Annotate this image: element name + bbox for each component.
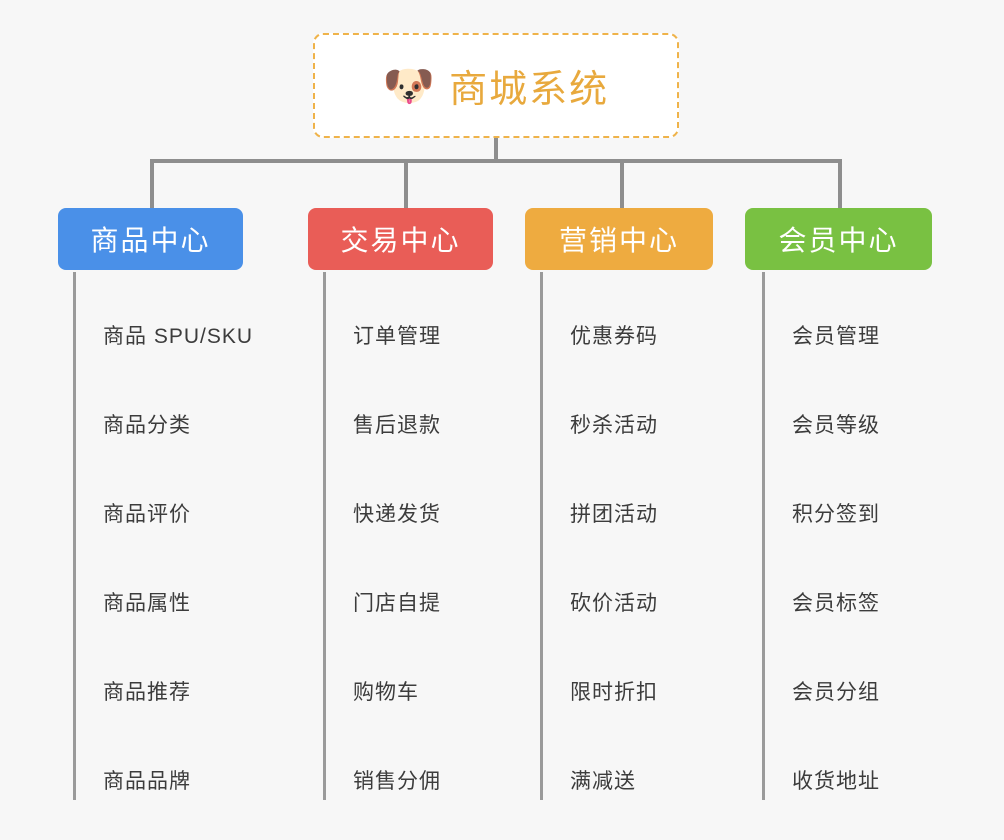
leaf-item-label: 会员等级 xyxy=(792,414,880,437)
connector-drop-3 xyxy=(620,159,624,209)
leaf-item-label: 拼团活动 xyxy=(570,503,658,526)
leaf-item-label: 收货地址 xyxy=(792,770,880,793)
leaf-item[interactable]: 优惠券码 xyxy=(540,272,658,361)
leaf-item-label: 砍价活动 xyxy=(570,592,658,615)
shiba-dog-face-icon: 🐶 xyxy=(382,61,436,109)
connector-root-stem xyxy=(494,138,498,162)
leaf-item-label: 门店自提 xyxy=(353,592,441,615)
leaf-item-label: 快递发货 xyxy=(353,503,441,526)
leaf-item[interactable]: 商品分类 xyxy=(73,361,253,450)
leaf-spine xyxy=(323,272,326,800)
leaf-item-label: 商品属性 xyxy=(103,592,191,615)
leaf-item-label: 购物车 xyxy=(353,681,419,704)
category-box-2[interactable]: 交易中心 xyxy=(308,208,493,270)
root-title: 商城系统 xyxy=(449,69,610,111)
leaf-column-2: 订单管理售后退款快递发货门店自提购物车销售分佣 xyxy=(323,272,441,806)
leaf-item[interactable]: 会员管理 xyxy=(762,272,880,361)
leaf-item[interactable]: 商品评价 xyxy=(73,450,253,539)
leaf-item[interactable]: 门店自提 xyxy=(323,539,441,628)
leaf-item[interactable]: 商品属性 xyxy=(73,539,253,628)
connector-drop-2 xyxy=(404,159,408,209)
leaf-item[interactable]: 商品 SPU/SKU xyxy=(73,272,253,361)
root-node[interactable]: 🐶 商城系统 xyxy=(313,33,679,138)
leaf-spine xyxy=(540,272,543,800)
leaf-item[interactable]: 快递发货 xyxy=(323,450,441,539)
leaf-item-label: 秒杀活动 xyxy=(570,414,658,437)
leaf-item-label: 商品分类 xyxy=(103,414,191,437)
leaf-item-label: 销售分佣 xyxy=(353,770,441,793)
leaf-item[interactable]: 限时折扣 xyxy=(540,628,658,717)
connector-drop-4 xyxy=(838,159,842,209)
category-label: 商品中心 xyxy=(90,225,211,256)
leaf-item-label: 售后退款 xyxy=(353,414,441,437)
leaf-item-label: 商品 SPU/SKU xyxy=(103,325,254,348)
leaf-column-4: 会员管理会员等级积分签到会员标签会员分组收货地址 xyxy=(762,272,880,806)
leaf-item[interactable]: 订单管理 xyxy=(323,272,441,361)
leaf-item-label: 商品评价 xyxy=(103,503,191,526)
leaf-item[interactable]: 商品品牌 xyxy=(73,717,253,806)
leaf-item-label: 会员标签 xyxy=(792,592,880,615)
leaf-item[interactable]: 会员分组 xyxy=(762,628,880,717)
leaf-item-label: 订单管理 xyxy=(353,325,441,348)
leaf-item[interactable]: 秒杀活动 xyxy=(540,361,658,450)
leaf-column-3: 优惠券码秒杀活动拼团活动砍价活动限时折扣满减送 xyxy=(540,272,658,806)
category-label: 会员中心 xyxy=(778,225,899,256)
leaf-item[interactable]: 购物车 xyxy=(323,628,441,717)
category-label: 营销中心 xyxy=(558,225,679,256)
leaf-item-label: 积分签到 xyxy=(792,503,880,526)
leaf-item-label: 满减送 xyxy=(570,770,636,793)
leaf-item[interactable]: 销售分佣 xyxy=(323,717,441,806)
leaf-item[interactable]: 商品推荐 xyxy=(73,628,253,717)
leaf-item-label: 会员分组 xyxy=(792,681,880,704)
leaf-item[interactable]: 会员标签 xyxy=(762,539,880,628)
leaf-item[interactable]: 拼团活动 xyxy=(540,450,658,539)
leaf-item[interactable]: 收货地址 xyxy=(762,717,880,806)
leaf-item-label: 限时折扣 xyxy=(570,681,658,704)
leaf-item-label: 会员管理 xyxy=(792,325,880,348)
leaf-item[interactable]: 会员等级 xyxy=(762,361,880,450)
leaf-item[interactable]: 积分签到 xyxy=(762,450,880,539)
leaf-spine xyxy=(762,272,765,800)
category-box-1[interactable]: 商品中心 xyxy=(58,208,243,270)
category-box-4[interactable]: 会员中心 xyxy=(745,208,932,270)
leaf-item-label: 优惠券码 xyxy=(570,325,658,348)
leaf-spine xyxy=(73,272,76,800)
leaf-item[interactable]: 售后退款 xyxy=(323,361,441,450)
leaf-column-1: 商品 SPU/SKU 商品分类商品评价商品属性商品推荐商品品牌 xyxy=(73,272,253,806)
connector-horizontal-bus xyxy=(150,159,840,163)
leaf-item-label: 商品推荐 xyxy=(103,681,191,704)
leaf-item[interactable]: 满减送 xyxy=(540,717,658,806)
category-box-3[interactable]: 营销中心 xyxy=(525,208,713,270)
leaf-item-label: 商品品牌 xyxy=(103,770,191,793)
leaf-item[interactable]: 砍价活动 xyxy=(540,539,658,628)
category-label: 交易中心 xyxy=(340,225,461,256)
connector-drop-1 xyxy=(150,159,154,209)
